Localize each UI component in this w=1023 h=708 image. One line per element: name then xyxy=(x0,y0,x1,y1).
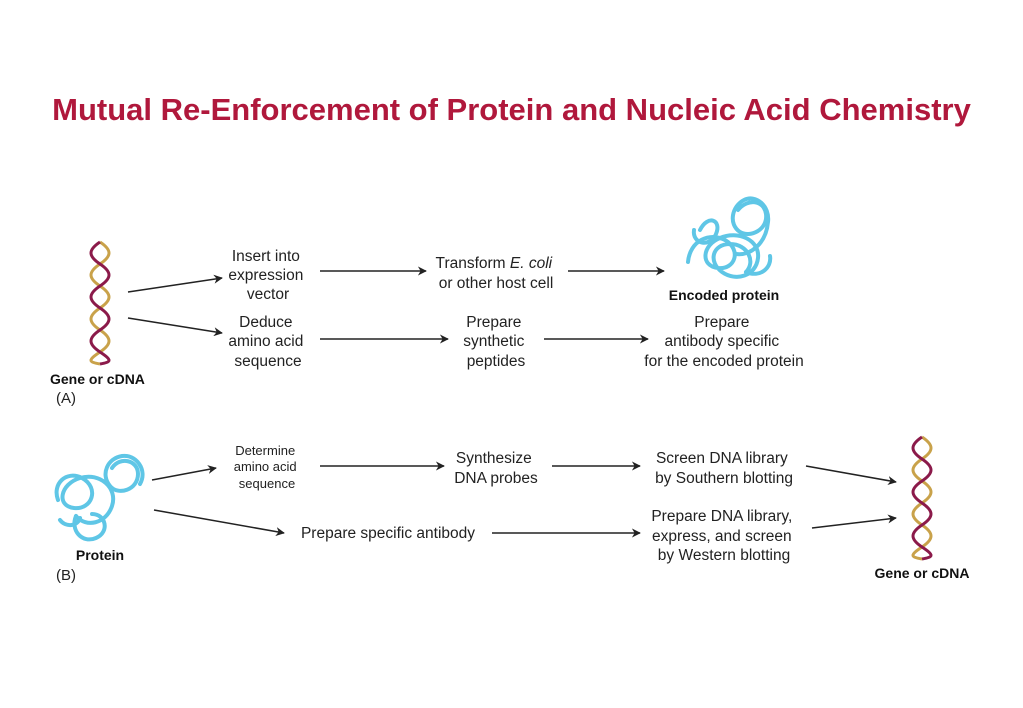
deduce-label: Deduce amino acid sequence xyxy=(228,314,307,370)
dna-helix-icon xyxy=(89,240,111,366)
prepare-western-label: Prepare DNA library, express, and screen… xyxy=(651,508,796,564)
prepare-antibody-label: Prepare antibody specific for the encode… xyxy=(644,314,803,370)
arrow-dna-to-insert xyxy=(127,274,223,293)
gene-cdna-label-a: Gene or cDNA xyxy=(50,371,145,387)
arrow-protein-to-antibody xyxy=(153,509,285,537)
determine-label: Determine amino acid sequence xyxy=(234,443,301,491)
prepare-peptides-label: Prepare synthetic peptides xyxy=(463,314,528,370)
transform-label: Transform E. coli or other host cell xyxy=(436,255,557,292)
gene-cdna-label-b: Gene or cDNA xyxy=(875,565,970,581)
transform-text: Transform xyxy=(436,255,510,272)
screen-southern-label: Screen DNA library by Southern blotting xyxy=(655,450,793,487)
arrow-dna-to-deduce xyxy=(127,317,223,337)
protein-tangle-icon xyxy=(686,196,773,279)
arrow-southern-to-gene xyxy=(805,465,897,486)
dna-helix-icon-b xyxy=(911,435,933,561)
panel-b-label: (B) xyxy=(56,567,76,584)
protein-tangle-icon-b xyxy=(54,453,145,542)
page-title: Mutual Re-Enforcement of Protein and Nuc… xyxy=(52,92,971,127)
prepare-specific-antibody-label: Prepare specific antibody xyxy=(301,525,475,542)
panel-a-label: (A) xyxy=(56,390,76,407)
synthesize-label: Synthesize DNA probes xyxy=(454,450,538,487)
arrow-western-to-gene xyxy=(811,514,897,529)
insert-vector-label: Insert into expression vector xyxy=(228,248,307,303)
protein-label: Protein xyxy=(76,547,124,563)
ecoli-text: E. coli xyxy=(510,255,553,272)
encoded-protein-label: Encoded protein xyxy=(669,287,779,303)
arrow-protein-to-determine xyxy=(151,465,217,481)
